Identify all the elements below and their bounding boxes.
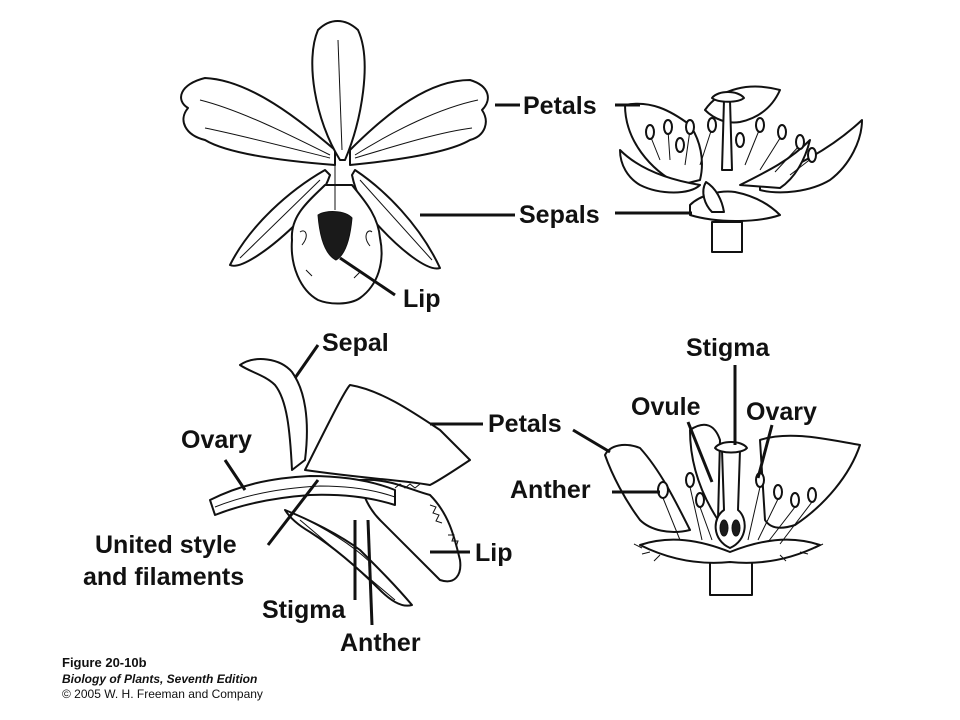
label-united-style-line1: United style — [95, 531, 237, 559]
label-stigma-bottom-right: Stigma — [686, 334, 770, 362]
label-stigma-bottom-left: Stigma — [262, 596, 346, 624]
flower-side-illustration — [619, 85, 863, 253]
caption-copyright: © 2005 W. H. Freeman and Company — [62, 687, 263, 701]
label-ovary-bottom-right: Ovary — [746, 398, 817, 426]
caption-book-title: Biology of Plants, Seventh Edition — [62, 672, 257, 686]
caption-figure-number: Figure 20-10b — [62, 655, 147, 670]
orchid-section-illustration — [209, 358, 471, 607]
label-lip-top: Lip — [403, 285, 441, 313]
flower-section-illustration — [604, 423, 861, 596]
label-anther-bottom-right: Anther — [510, 476, 591, 504]
label-sepals-top: Sepals — [519, 201, 600, 229]
label-sepal-bottom-left: Sepal — [322, 329, 389, 357]
label-ovary-bottom-left: Ovary — [181, 426, 252, 454]
label-ovule-bottom-right: Ovule — [631, 393, 701, 421]
leader-lines — [223, 103, 774, 626]
label-united-style-line2: and filaments — [83, 563, 244, 591]
label-petals-bottom-left: Petals — [488, 410, 562, 438]
orchid-front-illustration — [180, 20, 489, 305]
label-anther-bottom-left: Anther — [340, 629, 421, 657]
label-petals-top: Petals — [523, 92, 597, 120]
label-lip-bottom-left: Lip — [475, 539, 513, 567]
